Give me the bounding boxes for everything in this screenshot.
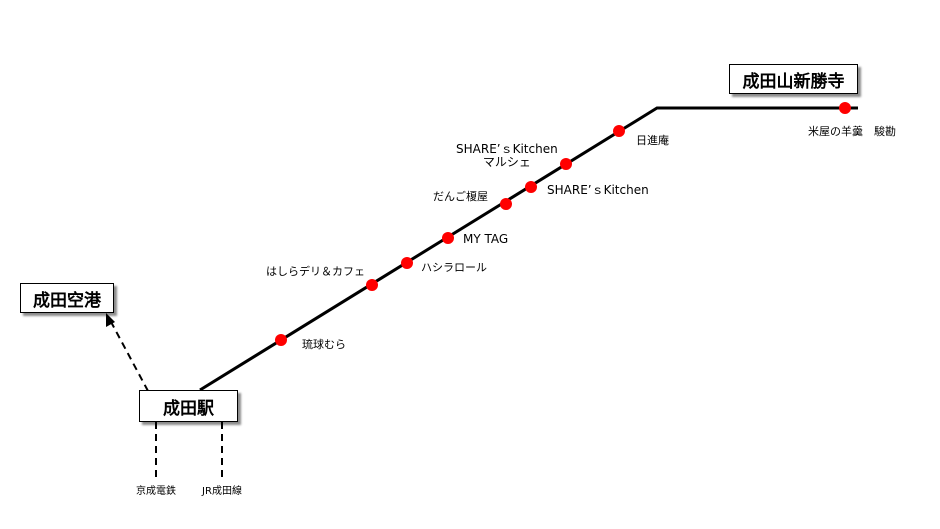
airport-direction-arrowhead [106,313,115,327]
shop-marker-share-kitchen[interactable] [525,181,537,193]
shop-marker-share-marche[interactable] [560,158,572,170]
route-line [199,106,858,392]
shop-marker-hashira-roll[interactable] [401,257,413,269]
shop-label-dango[interactable]: だんご榎屋 [433,190,488,203]
station-label-box[interactable]: 成田駅 [139,390,238,422]
shop-marker-nisshinan[interactable] [613,125,625,137]
airport-label-box[interactable]: 成田空港 [20,283,114,313]
shop-label-nisshinan[interactable]: 日進庵 [636,134,669,147]
airport-direction-arrow-line [109,319,149,392]
shop-marker-komeya[interactable] [839,102,851,114]
shop-label-share-marche-line2: マルシェ [482,155,531,169]
shop-marker-hashira-deli[interactable] [366,279,378,291]
temple-label-box[interactable]: 成田山新勝寺 [729,64,858,94]
shop-label-komeya[interactable]: 米屋の羊羹 駿勘 [808,125,896,138]
shop-marker-dango[interactable] [500,198,512,210]
keisei-line-label[interactable]: 京成電鉄 [136,486,176,497]
shop-label-share-kitchen[interactable]: SHARE’ｓKitchen [547,183,649,197]
shop-label-ryukyu[interactable]: 琉球むら [302,338,346,351]
shop-label-share-marche-line1: SHARE’ｓKitchen [456,142,558,156]
station-label: 成田駅 [163,398,214,419]
shop-label-hashira-deli[interactable]: はしらデリ＆カフェ [266,265,365,278]
shop-marker-ryukyu[interactable] [275,334,287,346]
temple-label: 成田山新勝寺 [742,71,845,92]
shop-label-share-marche[interactable]: SHARE’ｓKitchen マルシェ [456,143,558,169]
jr-line-label[interactable]: JR成田線 [202,486,242,497]
shop-label-mytag[interactable]: MY TAG [463,232,509,246]
shop-label-hashira-roll[interactable]: ハシラロール [421,261,487,274]
shop-marker-mytag[interactable] [442,232,454,244]
airport-label: 成田空港 [33,290,101,311]
